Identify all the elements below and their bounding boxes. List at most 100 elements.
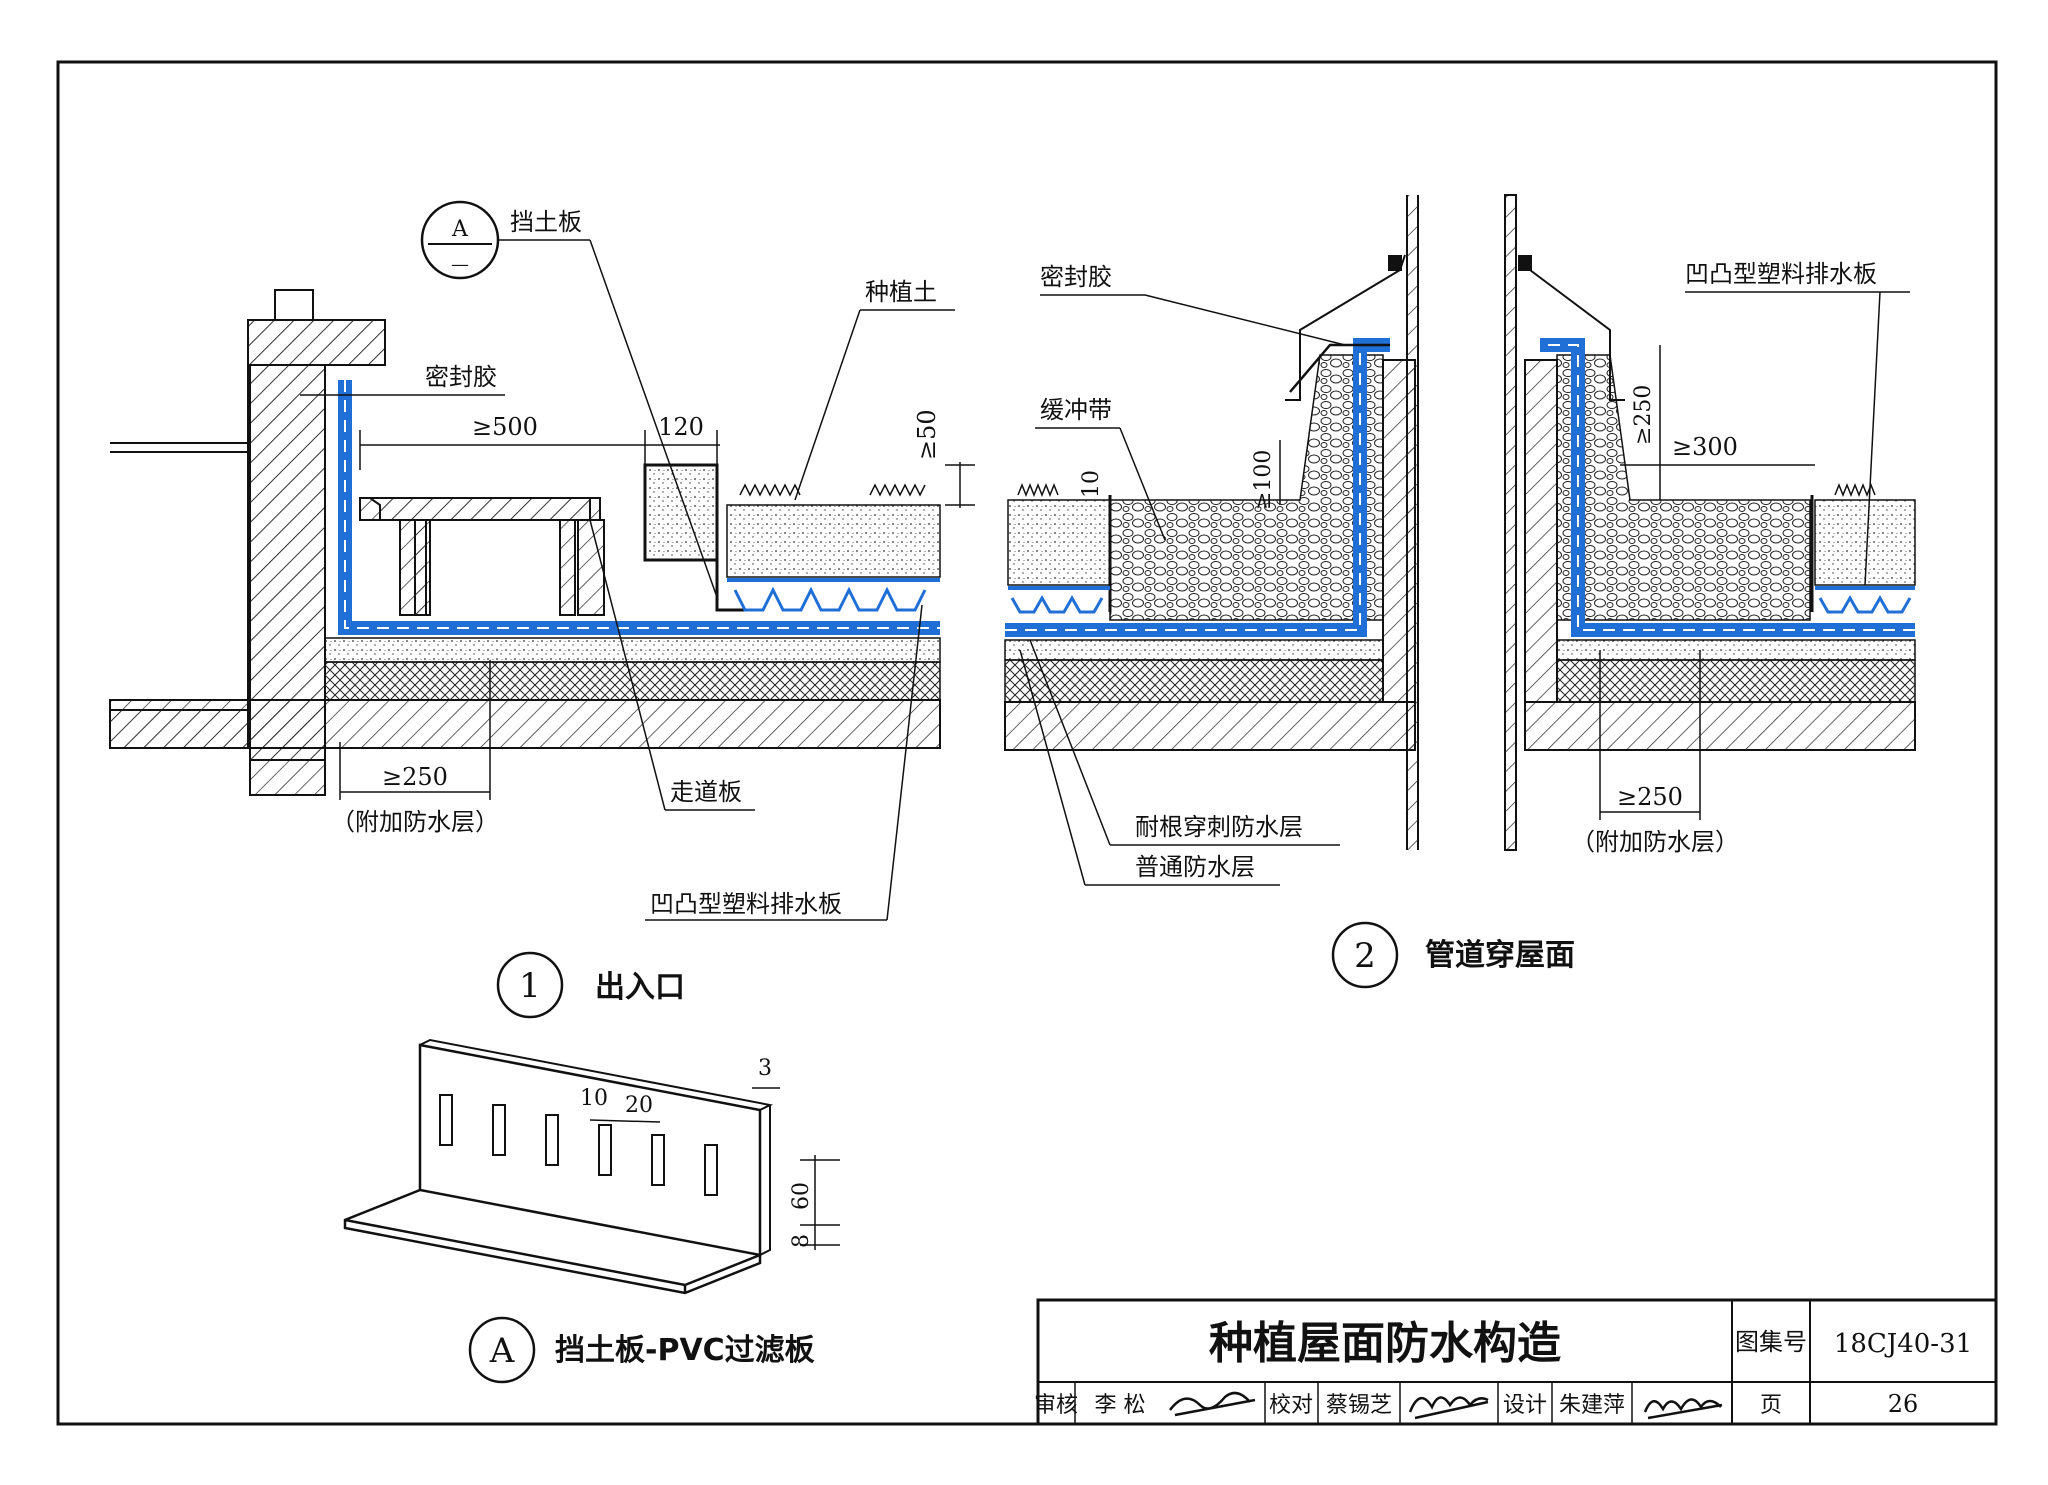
- dim-300: ≥300: [1672, 433, 1738, 461]
- dim-thickness: 3: [758, 1056, 772, 1081]
- review-label: 审核: [1034, 1393, 1078, 1418]
- filter-slot: [704, 1144, 718, 1196]
- door-frame: [274, 289, 314, 321]
- design-label: 设计: [1503, 1393, 1547, 1418]
- leader: [589, 519, 666, 811]
- detail-number-circle: [468, 1316, 536, 1384]
- detail-number: A: [489, 1331, 515, 1371]
- clamp: [1388, 255, 1402, 271]
- pebble-buffer: [1109, 354, 1384, 621]
- designer-signature: [1643, 1398, 1723, 1420]
- leader: [589, 239, 719, 601]
- filter-slot: [651, 1134, 665, 1186]
- note-extra-layer: （附加防水层）: [1571, 828, 1739, 856]
- leader: [1119, 427, 1166, 541]
- checker-name: 蔡锡芝: [1326, 1393, 1392, 1418]
- check-label: 校对: [1269, 1393, 1313, 1418]
- note-extra-layer: （附加防水层）: [331, 808, 499, 836]
- leader: [1019, 649, 1086, 886]
- sealing-hood: [1529, 269, 1625, 401]
- detail-a-pvc-filter: 3 10 20 60 8 A 挡土板-PVC过滤板: [343, 1038, 840, 1384]
- clamp: [1518, 255, 1532, 271]
- pipe-wall-fill: [1407, 195, 1418, 850]
- screed-layer: [1556, 639, 1916, 661]
- detail-title: 出入口: [595, 970, 685, 1005]
- page-number: 26: [1888, 1390, 1919, 1418]
- membrane-dashline: [344, 380, 940, 629]
- label-retaining-plate: 挡土板: [510, 208, 582, 236]
- flashing-cap: [1289, 343, 1390, 393]
- designer-name: 朱建萍: [1559, 1393, 1625, 1418]
- dim-line: [589, 1119, 661, 1123]
- detail-1-entrance: A — 挡土板 密封胶 种植土 ≥500 120 ≥50 ≥250 （附加防水层…: [109, 200, 975, 1019]
- drain-board: [1818, 594, 1912, 614]
- floor-slab: [109, 699, 326, 749]
- dim-height: 60: [789, 1182, 814, 1210]
- drain-board: [733, 586, 927, 612]
- pipe-sleeve: [1524, 359, 1558, 703]
- dim-slot-gap: 20: [625, 1093, 653, 1118]
- plate-base: [343, 1188, 762, 1295]
- plate-side-edge: [759, 1105, 771, 1256]
- reviewer-name: 李 松: [1095, 1393, 1146, 1418]
- leader: [794, 309, 861, 501]
- roof-slab: [324, 699, 941, 749]
- leader: [886, 604, 923, 921]
- roof-slab: [1524, 701, 1916, 751]
- leader: [1144, 294, 1346, 346]
- sheet-border: [56, 60, 1998, 1426]
- detail-number: 2: [1354, 936, 1376, 976]
- planting-soil: [726, 504, 941, 578]
- callout-ref: A: [451, 217, 469, 242]
- coping-cap: [247, 319, 386, 366]
- planting-soil: [1007, 499, 1111, 586]
- roof-slab: [1004, 701, 1416, 751]
- detail-number: 1: [519, 966, 541, 1006]
- grass-symbol: [1017, 482, 1059, 498]
- label-drain-board: 凹凸型塑料排水板: [650, 890, 842, 918]
- dim-walk-width: ≥500: [472, 413, 538, 441]
- label-sealant: 密封胶: [425, 363, 497, 391]
- screed-layer: [1004, 639, 1384, 661]
- label-root-barrier: 耐根穿刺防水层: [1135, 813, 1303, 841]
- title-block: 种植屋面防水构造 图集号 18CJ40-31 审核 李 松 校对 蔡锡芝 设计 …: [1034, 1298, 1998, 1426]
- dim-250-vertical: ≥250: [1631, 385, 1656, 445]
- dim-100: ≥100: [1251, 450, 1276, 510]
- label-planting-soil: 种植土: [865, 278, 937, 306]
- insulation-layer: [324, 661, 941, 701]
- dim-extra-layer: ≥250: [382, 763, 448, 791]
- plate-vertical: [418, 1043, 762, 1257]
- label-sealant: 密封胶: [1040, 263, 1112, 291]
- grass-symbol: [739, 483, 926, 497]
- label-walkway-slab: 走道板: [670, 778, 742, 806]
- pipe-wall: [1504, 194, 1517, 851]
- dim-base: 8: [789, 1234, 814, 1248]
- label-drain-board: 凹凸型塑料排水板: [1685, 260, 1877, 288]
- drawing-title: 种植屋面防水构造: [1209, 1318, 1561, 1369]
- filter-slot: [545, 1114, 559, 1166]
- checker-signature: [1408, 1396, 1489, 1420]
- dim-extra-layer: ≥250: [1617, 783, 1683, 811]
- dim-slot-width: 10: [580, 1086, 608, 1111]
- walkway-support: [399, 519, 427, 616]
- filter-slot: [598, 1124, 612, 1176]
- detail-title: 挡土板-PVC过滤板: [555, 1333, 815, 1368]
- detail-2-pipe-penetration: 密封胶 缓冲带 10 ≥100 凹凸型塑料排水板 ≥250 ≥300: [1004, 194, 1916, 989]
- detail-number-circle: [496, 951, 564, 1019]
- dim-plate-width: 120: [658, 413, 704, 441]
- detail-title: 管道穿屋面: [1425, 938, 1575, 973]
- filter-slot: [492, 1104, 506, 1156]
- grass-symbol: [1834, 482, 1876, 498]
- page-label: 页: [1760, 1393, 1782, 1418]
- filter-slot: [439, 1094, 453, 1146]
- dim-soil-height: ≥50: [913, 409, 941, 460]
- insulation-layer: [1556, 659, 1916, 703]
- drain-board: [1010, 594, 1104, 614]
- dim-10: 10: [1079, 470, 1104, 498]
- screed-layer: [324, 637, 941, 663]
- label-buffer-strip: 缓冲带: [1040, 396, 1112, 424]
- walkway-support: [577, 519, 605, 616]
- walkway-slab-top: [359, 497, 601, 521]
- retaining-block: [643, 463, 719, 562]
